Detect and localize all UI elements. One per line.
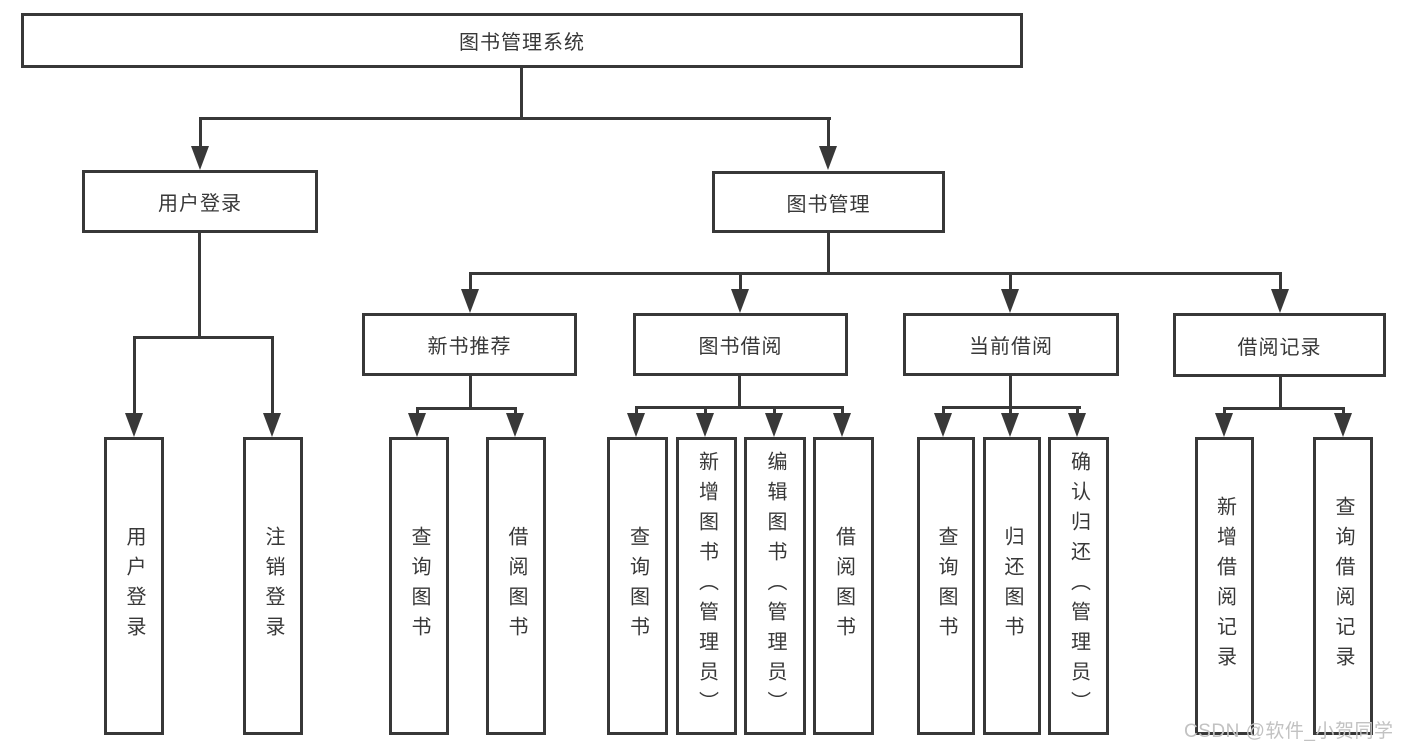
arrow-down-icon [819,146,837,170]
node-book-management: 图书管理 [712,171,945,233]
leaf-confirm-return-admin: 确认归还（管理员） [1048,437,1109,735]
node-new-book-recommend: 新书推荐 [362,313,577,376]
connector-line [469,272,1282,275]
connector-line [416,407,517,410]
leaf-query-borrow-record: 查询借阅记录 [1313,437,1373,735]
node-label: 借阅图书 [832,526,855,646]
node-label: 当前借阅 [969,336,1053,358]
leaf-borrow-books-recommend: 借阅图书 [486,437,546,735]
connector-line [942,406,945,417]
arrow-down-icon [627,413,645,437]
node-label: 图书管理系统 [459,32,585,54]
node-borrow-record: 借阅记录 [1173,313,1386,377]
node-label: 查询图书 [935,526,957,646]
connector-line [271,336,274,415]
connector-line [469,376,472,409]
arrow-down-icon [1271,289,1289,313]
connector-line [1009,272,1012,292]
connector-line [773,406,776,417]
node-label: 新书推荐 [427,336,512,358]
node-user-login: 用户登录 [82,170,318,233]
node-book-borrow: 图书借阅 [633,313,848,376]
connector-line [827,117,830,153]
arrow-down-icon [408,413,426,437]
arrow-down-icon [461,289,479,313]
leaf-add-books-admin: 新增图书（管理员） [676,437,737,735]
node-label: 图书借阅 [698,336,783,358]
arrow-down-icon [125,413,143,437]
connector-line [827,233,830,275]
connector-line [1342,407,1345,417]
connector-line [739,272,742,292]
connector-line [416,407,419,417]
connector-line [133,336,136,415]
leaf-return-books: 归还图书 [983,437,1041,735]
leaf-borrow-books: 借阅图书 [813,437,874,735]
leaf-edit-books-admin: 编辑图书（管理员） [744,437,806,735]
connector-line [841,406,844,417]
node-label: 用户登录 [123,526,145,646]
node-label: 借阅记录 [1237,336,1322,359]
connector-line [133,336,274,339]
node-label: 新增图书（管理员） [695,451,718,721]
node-label: 注销登录 [262,526,284,646]
node-label: 确认归还（管理员） [1067,451,1090,721]
leaf-add-borrow-record: 新增借阅记录 [1195,437,1254,735]
node-current-borrow: 当前借阅 [903,313,1119,376]
node-root: 图书管理系统 [21,13,1023,68]
node-label: 图书管理 [786,193,871,216]
leaf-logout: 注销登录 [243,437,303,735]
connector-line [514,407,517,417]
connector-line [198,233,201,339]
watermark: CSDN @软件_小贺同学 [1184,721,1394,742]
connector-line [199,117,202,153]
node-label: 借阅图书 [505,526,527,646]
arrow-down-icon [1068,413,1086,437]
leaf-query-books-recommend: 查询图书 [389,437,449,735]
arrow-down-icon [765,413,783,437]
connector-line [199,117,831,120]
leaf-query-books-current: 查询图书 [917,437,975,735]
arrow-down-icon [833,413,851,437]
node-label: 用户登录 [158,193,242,215]
connector-line [738,376,741,408]
arrow-down-icon [1001,289,1019,313]
leaf-user-login: 用户登录 [104,437,164,735]
arrow-down-icon [934,413,952,437]
connector-line [704,406,707,417]
arrow-down-icon [696,413,714,437]
connector-line [1009,406,1012,417]
connector-line [469,272,472,292]
connector-line [1279,272,1282,292]
node-label: 编辑图书（管理员） [764,451,786,721]
connector-line [635,406,638,417]
connector-line [635,406,844,409]
arrow-down-icon [506,413,524,437]
arrow-down-icon [1334,413,1352,437]
arrow-down-icon [1215,413,1233,437]
node-label: 归还图书 [1001,526,1023,646]
leaf-query-books-borrow: 查询图书 [607,437,668,735]
node-label: 查询图书 [626,526,649,646]
node-label: 查询借阅记录 [1332,496,1354,676]
arrow-down-icon [191,146,209,170]
connector-line [1223,407,1345,410]
connector-line [520,68,523,120]
connector-line [1279,377,1282,409]
arrow-down-icon [263,413,281,437]
node-label: 查询图书 [408,526,430,646]
node-label: 新增借阅记录 [1213,496,1236,676]
arrow-down-icon [731,289,749,313]
connector-line [1009,376,1012,408]
connector-line [1076,406,1079,417]
arrow-down-icon [1001,413,1019,437]
connector-line [1223,407,1226,417]
